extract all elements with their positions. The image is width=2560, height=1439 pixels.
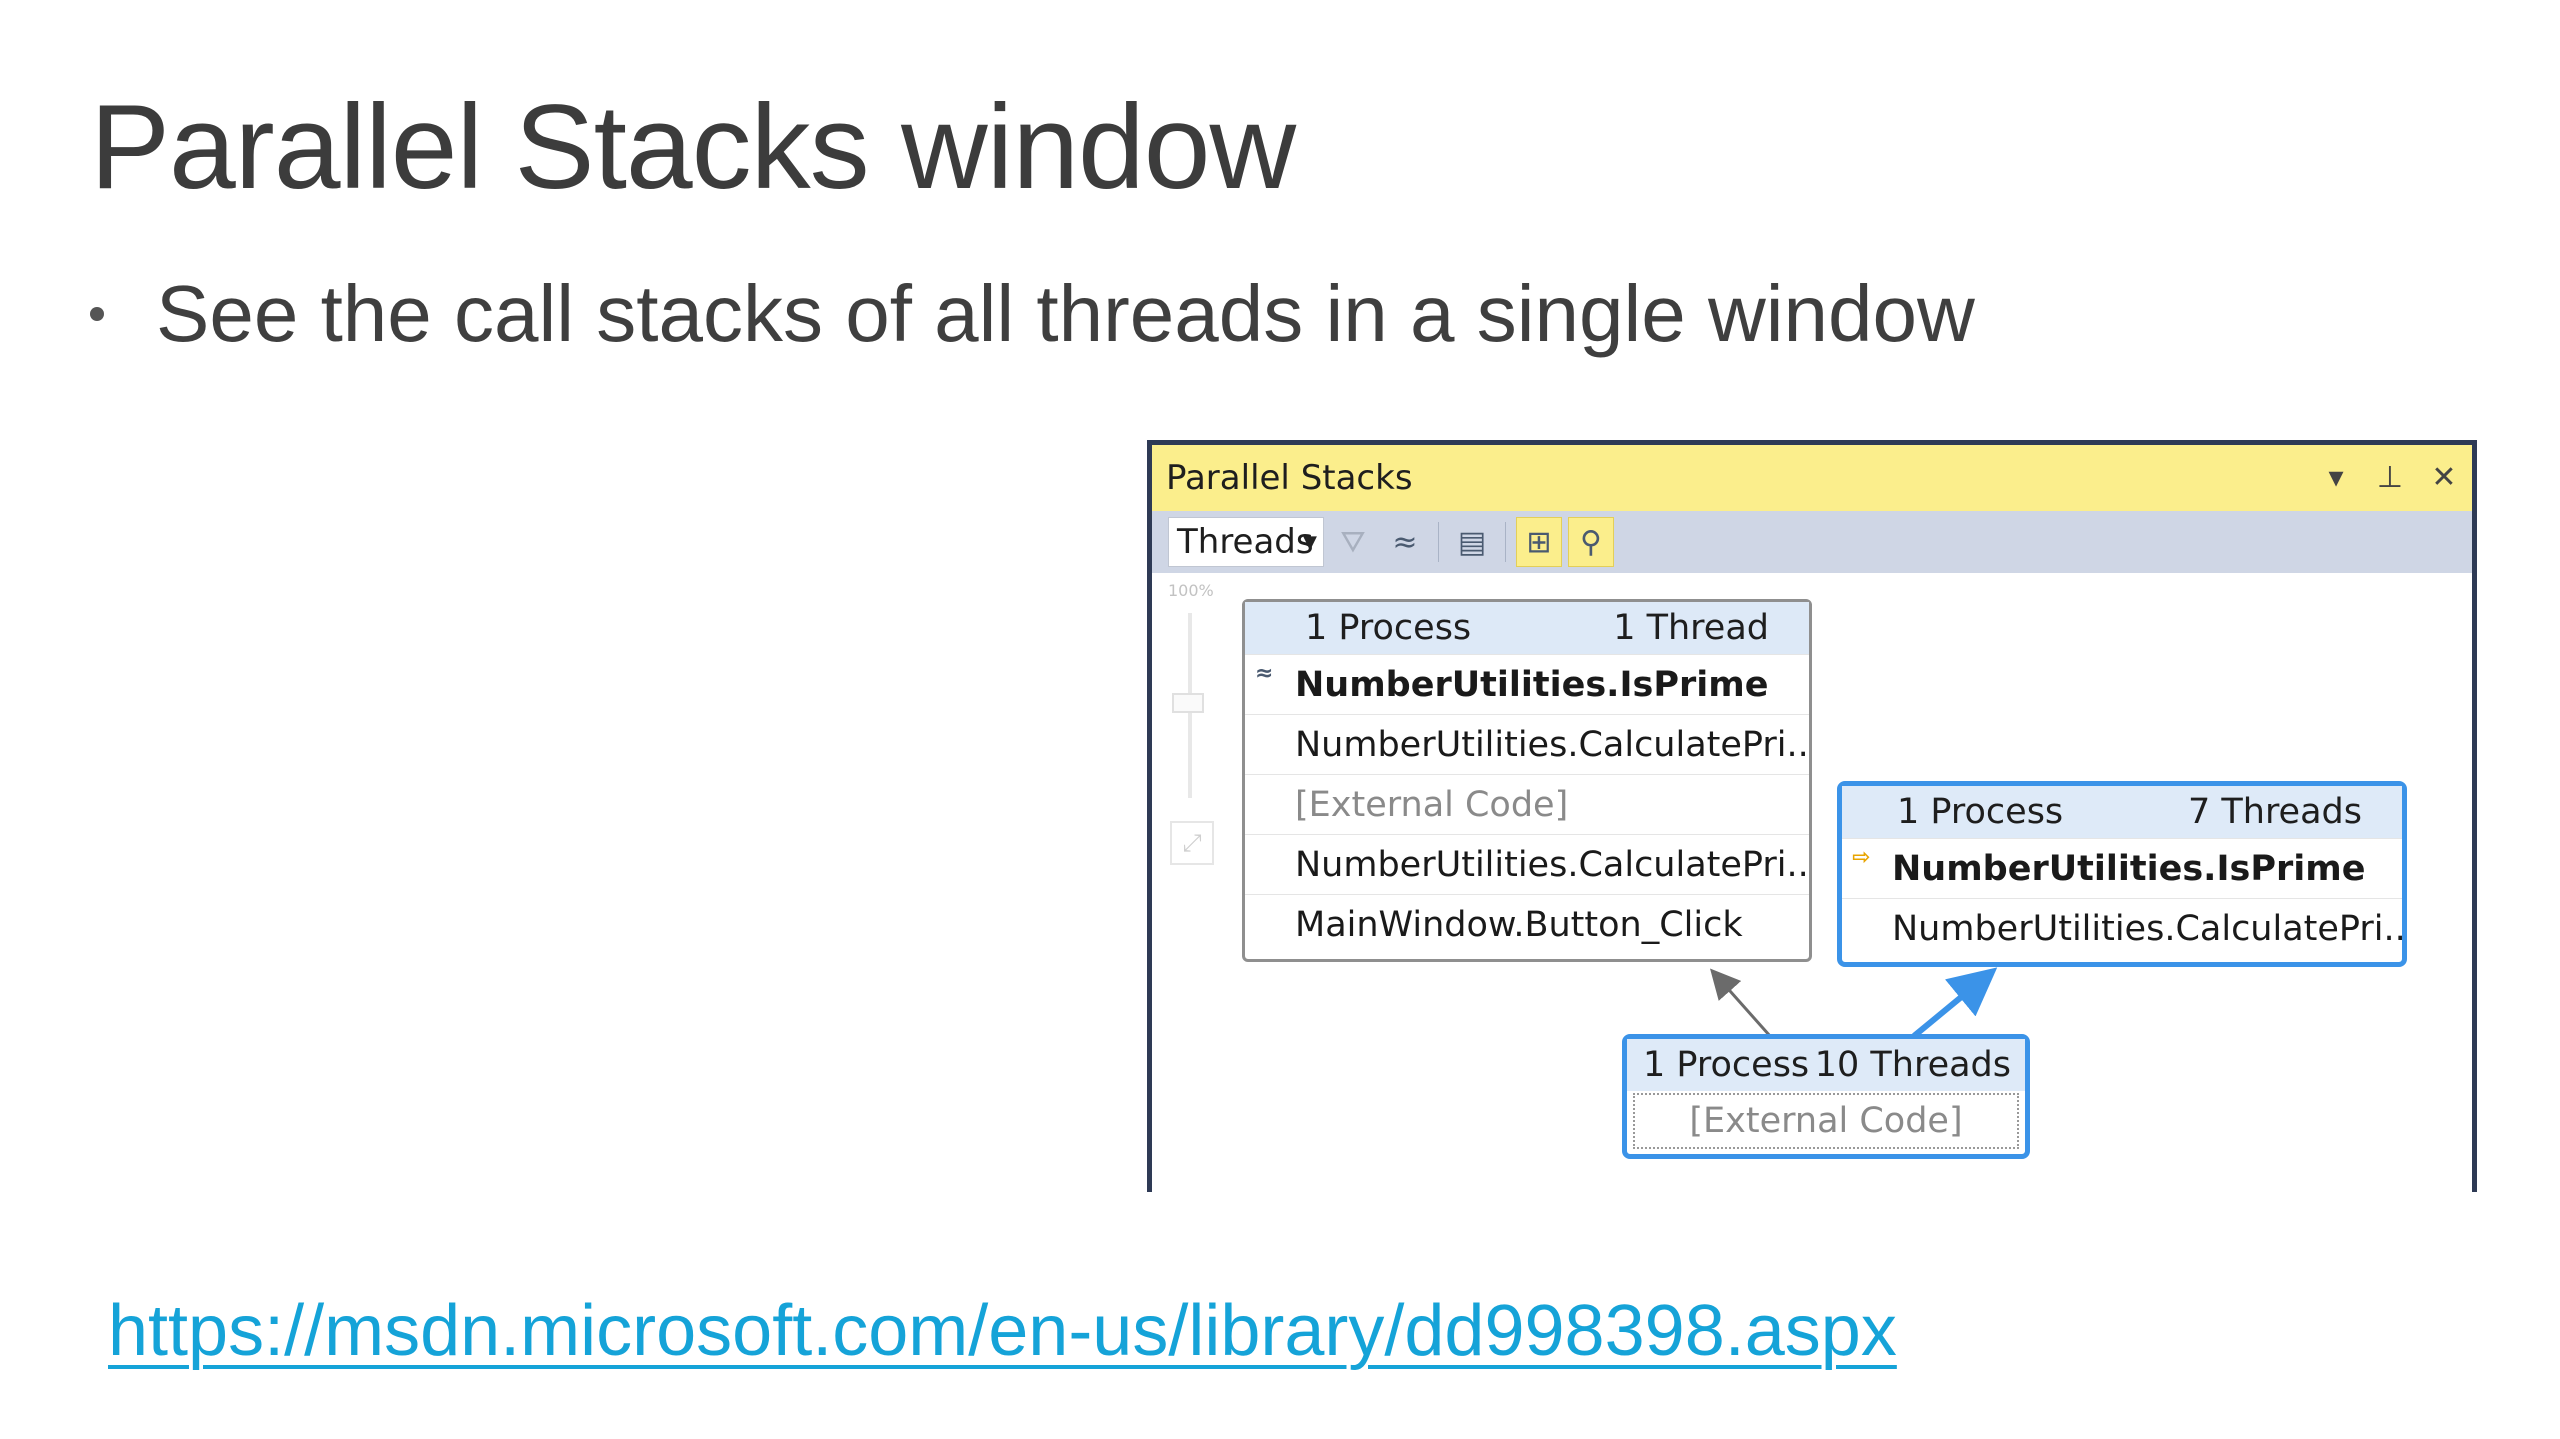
stack-node-1[interactable]: 1 Process 1 Thread ≈ NumberUtilities.IsP… (1242, 599, 1812, 962)
stack-node-3[interactable]: 1 Process 10 Threads [External Code] (1622, 1034, 2030, 1159)
slide-title: Parallel Stacks window (90, 80, 1296, 214)
bullet-point: See the call stacks of all threads in a … (90, 268, 1975, 360)
node-header: 1 Process 1 Thread (1245, 602, 1809, 654)
stack-node-2[interactable]: 1 Process 7 Threads ⇨ NumberUtilities.Is… (1837, 781, 2407, 967)
bullet-dot (90, 306, 104, 321)
stack-connectors (1710, 967, 1998, 1039)
stack-frame[interactable]: ≈ NumberUtilities.IsPrime (1245, 654, 1809, 714)
node-thread-count: 10 Threads (1814, 1045, 2011, 1085)
zoom-slider-thumb[interactable] (1172, 693, 1204, 713)
connector-arrow-blue (1912, 967, 1998, 1039)
stack-frame[interactable]: [External Code] (1633, 1093, 2019, 1149)
frame-label: NumberUtilities.CalculatePri... (1295, 724, 1809, 765)
current-thread-flag-icon: ≈ (1255, 661, 1274, 686)
frame-label: NumberUtilities.IsPrime (1892, 848, 2366, 889)
toolbar: Threads ▼ ⛛ ≈ ▤ ⊞ ⚲ (1152, 511, 2472, 573)
stack-frame[interactable]: NumberUtilities.CalculatePri... (1245, 714, 1809, 774)
stacks-canvas[interactable]: 100% ⤢ 1 Process 1 Thread ≈ (1152, 573, 2472, 1197)
stack-frame[interactable]: NumberUtilities.CalculatePri... (1842, 898, 2402, 958)
window-controls: ▾ ⊥ ✕ (2322, 445, 2458, 511)
toolbar-separator (1505, 522, 1506, 562)
pin-icon[interactable]: ⊥ (2376, 460, 2404, 495)
bullet-text: See the call stacks of all threads in a … (156, 269, 1975, 358)
frame-label: MainWindow.Button_Click (1295, 904, 1743, 945)
frame-label: [External Code] (1689, 1101, 1963, 1141)
node-header: 1 Process 7 Threads (1842, 786, 2402, 838)
node-thread-count: 7 Threads (2187, 792, 2362, 832)
stack-frame[interactable]: NumberUtilities.CalculatePri... (1245, 834, 1809, 894)
stack-frame[interactable]: MainWindow.Button_Click (1245, 894, 1809, 954)
node-process-count: 1 Process (1305, 608, 1472, 648)
reference-link[interactable]: https://msdn.microsoft.com/en-us/library… (108, 1291, 1897, 1371)
node-process-count: 1 Process (1643, 1045, 1810, 1085)
close-icon[interactable]: ✕ (2431, 460, 2457, 495)
frame-label: NumberUtilities.IsPrime (1295, 664, 1769, 705)
thread-view-icon[interactable]: ▤ (1457, 524, 1487, 560)
zoom-control: 100% ⤢ (1166, 573, 1218, 873)
chevron-down-icon: ▼ (1303, 532, 1317, 553)
flag-icon[interactable]: ≈ (1392, 524, 1418, 560)
connector-arrow-grey (1710, 968, 1772, 1037)
active-frame-arrow-icon: ⇨ (1852, 845, 1871, 870)
frame-label: NumberUtilities.CalculatePri... (1892, 908, 2402, 949)
method-view-icon[interactable]: ⊞ (1516, 517, 1562, 567)
view-select[interactable]: Threads ▼ (1168, 517, 1324, 567)
zoom-fit-icon[interactable]: ⤢ (1170, 821, 1214, 865)
toolbar-separator (1438, 522, 1439, 562)
window-menu-dropdown-icon[interactable]: ▾ (2328, 460, 2344, 495)
window-title-bar: Parallel Stacks ▾ ⊥ ✕ (1152, 445, 2472, 511)
parallel-stacks-window: Parallel Stacks ▾ ⊥ ✕ Threads ▼ ⛛ ≈ ▤ ⊞ … (1147, 440, 2477, 1197)
zoom-level: 100% (1168, 581, 1214, 600)
frame-label: NumberUtilities.CalculatePri... (1295, 844, 1809, 885)
frame-label: [External Code] (1295, 784, 1569, 825)
filter-icon[interactable]: ⛛ (1340, 524, 1366, 560)
stack-frame[interactable]: [External Code] (1245, 774, 1809, 834)
window-title: Parallel Stacks (1166, 458, 1413, 498)
auto-scroll-icon[interactable]: ⚲ (1568, 517, 1614, 567)
node-thread-count: 1 Thread (1613, 608, 1769, 648)
node-header: 1 Process 10 Threads (1627, 1039, 2025, 1091)
stack-frame[interactable]: ⇨ NumberUtilities.IsPrime (1842, 838, 2402, 898)
view-select-value: Threads (1177, 522, 1314, 562)
node-process-count: 1 Process (1897, 792, 2064, 832)
